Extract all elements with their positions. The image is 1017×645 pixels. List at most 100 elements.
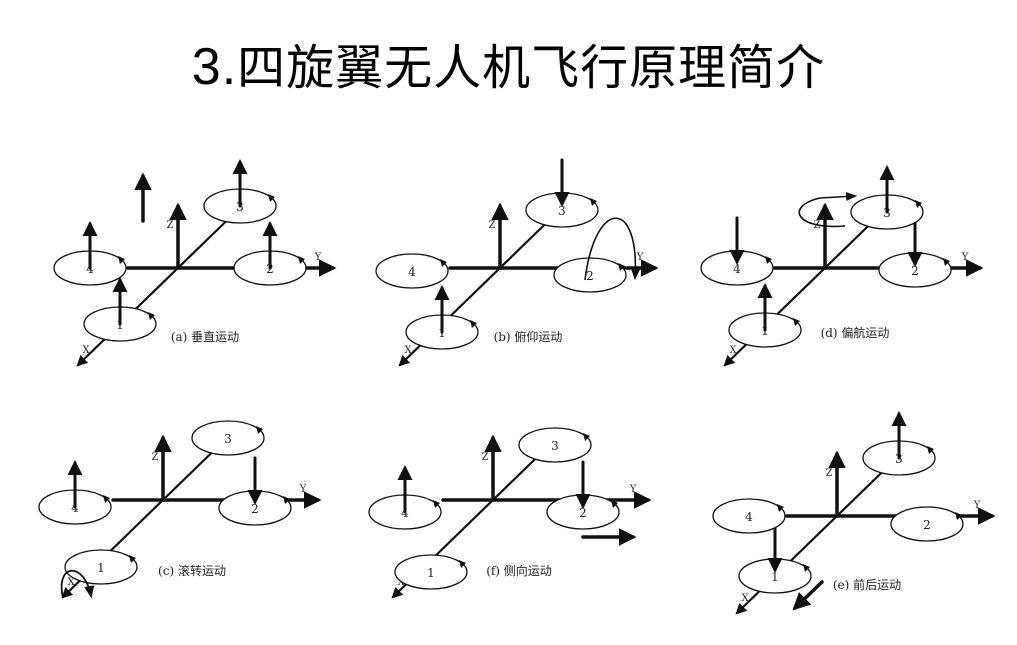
rotor-4: 4 <box>38 460 112 525</box>
x-axis-label: X <box>67 577 75 588</box>
rotor-label: 2 <box>911 264 919 278</box>
rotation-arrow-icon <box>440 259 447 267</box>
rotor-label: 2 <box>923 518 931 532</box>
forward-motion-arrow <box>792 580 824 611</box>
rotor-1: 1 <box>738 524 812 594</box>
y-axis-label: Y <box>314 252 322 263</box>
rotation-arrow-icon <box>583 433 590 441</box>
panel-caption: (c) 滚转运动 <box>158 563 226 578</box>
rotor-3: 3 <box>191 420 265 456</box>
rotor-2: 2 <box>553 257 627 293</box>
rotation-arrow-icon <box>777 504 784 512</box>
rotor-label: 4 <box>408 265 416 279</box>
rotor-4: 4 <box>712 498 786 534</box>
z-axis-label: Z <box>489 220 496 231</box>
rotor-disk <box>518 427 592 463</box>
x-axis-label: X <box>729 345 737 356</box>
z-axis-label: Z <box>826 468 833 479</box>
rotation-arrow-icon <box>103 495 110 503</box>
rotation-arrow-icon <box>433 500 440 508</box>
rotor-4: 4 <box>368 465 442 530</box>
panel-a: ZYX1234(a) 垂直运动 <box>53 159 337 367</box>
rotor-label: 4 <box>745 510 753 524</box>
panel-f: ZYX1234(f) 侧向运动 <box>368 427 652 599</box>
z-axis-label: Z <box>167 220 174 231</box>
rotor-disk <box>64 549 138 585</box>
panel-c: ZYX1234(c) 滚转运动 <box>38 420 322 599</box>
rotor-4: 4 <box>53 221 127 286</box>
panel-caption: (e) 前后运动 <box>833 577 901 592</box>
title-number: 3. <box>191 38 238 96</box>
rotation-arrow-icon <box>268 194 275 202</box>
rotor-label: 4 <box>733 262 741 276</box>
rotor-2: 2 <box>890 506 964 542</box>
rotor-2: 2 <box>218 456 292 526</box>
y-axis-label: Y <box>629 484 637 495</box>
rotor-label: 2 <box>251 502 259 516</box>
rotation-arrow-icon <box>765 256 772 264</box>
panel-b: ZYX1234(b) 俯仰运动 <box>375 158 659 367</box>
rotor-1: 1 <box>405 285 479 350</box>
rotor-disk <box>712 498 786 534</box>
rotation-arrow-icon <box>129 555 136 563</box>
rotation-arrow-icon <box>927 446 934 454</box>
panel-caption: (f) 侧向运动 <box>486 563 552 578</box>
rotor-3: 3 <box>862 411 936 476</box>
y-axis-label: Y <box>973 500 981 511</box>
rotor-3: 3 <box>850 165 924 230</box>
rotation-arrow-icon <box>611 500 618 508</box>
page-title: 3.四旋翼无人机飞行原理简介 <box>0 28 1017 98</box>
x-axis-label: X <box>741 593 749 604</box>
rotor-disk <box>375 253 449 289</box>
rotation-arrow-icon <box>590 198 597 206</box>
rotation-arrow-icon <box>148 312 155 320</box>
rotor-4: 4 <box>700 216 774 286</box>
title-text: 四旋翼无人机飞行原理简介 <box>237 40 826 96</box>
panel-caption: (d) 偏航运动 <box>821 325 890 340</box>
rotation-arrow-icon <box>283 496 290 504</box>
rotor-disk <box>394 554 468 590</box>
rotor-label: 1 <box>427 566 435 580</box>
pitch-rotation-arc <box>584 217 641 281</box>
rotor-label: 1 <box>771 570 779 584</box>
rotor-label: 3 <box>558 204 566 218</box>
rotation-arrow-icon <box>803 564 810 572</box>
rotor-2: 2 <box>546 460 620 530</box>
rotor-3: 3 <box>203 159 277 224</box>
rotation-arrow-icon <box>470 320 477 328</box>
rotor-3: 3 <box>518 427 592 463</box>
rotor-4: 4 <box>375 253 449 289</box>
rotor-disk <box>191 420 265 456</box>
roll-rotation-arrow <box>60 569 95 599</box>
rotor-label: 3 <box>551 439 559 453</box>
y-axis-label: Y <box>299 484 307 495</box>
rotation-arrow-icon <box>955 512 962 520</box>
rotation-arrow-icon <box>118 256 125 264</box>
rotation-arrow-icon <box>793 318 800 326</box>
rotor-1: 1 <box>64 549 138 585</box>
rotor-1: 1 <box>728 283 802 348</box>
rotor-label: 2 <box>586 269 594 283</box>
rotor-label: 2 <box>579 506 587 520</box>
rotor-label: 3 <box>224 432 232 446</box>
panel-caption: (b) 俯仰运动 <box>494 329 563 344</box>
z-axis-label: Z <box>482 452 489 463</box>
rotation-arrow-icon <box>915 200 922 208</box>
panel-d: ZYX1234(d) 偏航运动 <box>700 165 984 367</box>
rotor-disk <box>890 506 964 542</box>
rotation-arrow-icon <box>298 256 305 264</box>
rotation-arrow-icon <box>943 258 950 266</box>
rotor-1: 1 <box>394 554 468 590</box>
panel-e: Z Y X 1 2 3 4 (e) 前后运动 <box>712 411 996 615</box>
rotor-label: 1 <box>97 561 105 575</box>
y-axis-label: Y <box>961 252 969 263</box>
rotation-arrow-icon <box>459 560 466 568</box>
rotor-1: 1 <box>83 277 157 342</box>
x-axis-label: X <box>82 345 90 356</box>
rotation-arrow-icon <box>256 426 263 434</box>
panel-caption: (a) 垂直运动 <box>171 330 239 344</box>
rotor-2: 2 <box>878 218 952 288</box>
yaw-rotation-arrow <box>798 192 858 228</box>
rotor-disk <box>553 257 627 293</box>
